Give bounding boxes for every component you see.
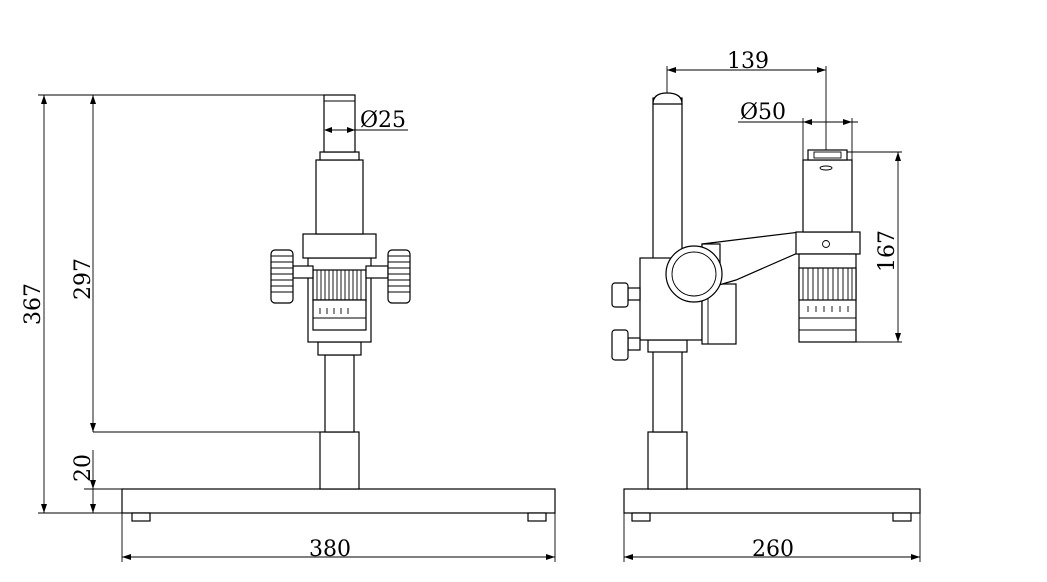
front-pillar-lower [319,431,360,490]
front-focus-knob-left [270,249,294,304]
dimension-lift-height: 297 [71,95,320,433]
side-ring-clamp [665,245,723,303]
side-base-plate [623,488,921,514]
side-focus-knob-upper [611,282,641,308]
dimension-arm-reach: 139 [666,49,827,150]
front-focus-shaft-right [365,265,389,279]
side-foot-right [892,512,912,522]
front-foot-right [527,512,547,522]
front-base-plate [121,488,556,514]
dimension-base-width: 380 [121,513,556,562]
side-pillar-lower [647,431,688,490]
side-scale-ring [799,306,856,331]
side-lens-holder [795,231,861,255]
label-eyepiece-diameter: Ø25 [360,108,406,133]
label-base-depth: 260 [752,537,794,562]
side-lens-upper [802,159,853,233]
front-lower-collar [317,341,362,356]
side-focus-knob-lower [611,329,641,361]
front-focus-knob-right [387,249,411,304]
side-view: 139 Ø50 167 260 [611,49,921,562]
side-clamp-collar [647,339,688,353]
front-upper-body [315,159,364,235]
label-base-width: 380 [309,537,351,562]
front-pillar [324,354,355,433]
label-total-height: 367 [21,283,46,325]
side-lens-cap [807,149,848,161]
label-lens-height: 167 [875,230,900,272]
front-scale-ring [312,299,367,331]
side-foot-left [631,512,651,522]
dimension-total-height: 367 [21,94,324,514]
label-lift-height: 297 [71,258,96,300]
front-eyepiece-collar [319,151,360,161]
front-focus-block [302,233,377,259]
side-zoom-ring [798,267,857,301]
label-base-thickness: 20 [71,454,96,482]
label-lens-diameter: Ø50 [740,100,786,125]
dimension-lens-height: 167 [847,151,902,343]
label-arm-reach: 139 [727,49,769,74]
dimension-lens-diameter: Ø50 [738,100,858,160]
dimension-base-thickness: 20 [71,450,122,513]
front-zoom-ring [312,269,367,301]
dimension-eyepiece-diameter: Ø25 [324,108,408,133]
front-eyepiece-tube [323,94,356,153]
front-view: Ø25 367 297 20 [21,94,556,562]
front-focus-shaft [292,265,314,279]
dimension-base-depth: 260 [623,513,921,562]
front-foot-left [131,512,151,522]
